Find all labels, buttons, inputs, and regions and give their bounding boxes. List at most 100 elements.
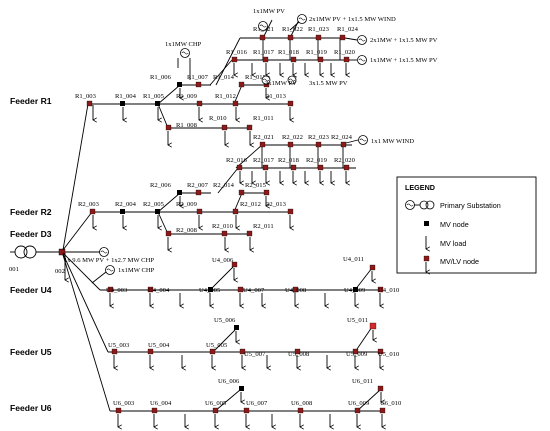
node-r2-017 [262,164,269,171]
label-chp-r1: 1x1MW CHP [165,41,202,48]
substation-label-001: 001 [9,266,19,273]
label-r2-021: R2_021 [253,134,274,141]
label-u5-004: U5_004 [148,342,170,349]
node-u5-009 [352,348,359,355]
label-r1-016: R1_016 [226,49,248,56]
node-u4-008 [292,286,299,293]
label-u4-004: U4_004 [148,287,170,294]
node-r2-011 [246,230,253,237]
feeder-label-r2: Feeder R2 [10,207,52,217]
label-u6-005: U6_005 [205,400,227,407]
feeder-u6-loads [118,392,382,427]
node-r1-005 [155,101,160,106]
label-r1-003: R1_003 [75,93,97,100]
node-r2-013 [287,208,294,215]
node-r1-003 [86,100,93,107]
feeder-r1-generators: 1x1MW CHP 2x1MW PV + 1x1.5 MW WIND 1x1MW… [165,8,438,87]
feeder-r1-nodes [86,34,350,131]
label-r2-010: R2_010 [212,223,234,230]
label-r1-004: R1_004 [115,93,137,100]
feeder-r1-labels: R1_003 R1_004 R1_005 R1_006 R1_007 R1_00… [75,26,359,129]
feeder-label-u6: Feeder U6 [10,403,52,413]
node-u5-011 [369,322,377,330]
label-r1-020: R1_020 [334,49,356,56]
node-r2-022 [287,141,294,148]
feeder-r2-loads [93,171,346,250]
node-r1-022 [287,34,294,41]
label-u6-004: U6_004 [150,400,172,407]
feeder-u6-labels: U6_003 U6_004 U6_005 U6_006 U6_007 U6_00… [113,378,402,407]
label-r1-009: R1_009 [176,93,198,100]
label-u4-009: U4_009 [344,287,366,294]
node-r2-005 [155,209,160,214]
feeder-d3-generation: 1x 9.6 MW PV + 1x2.7 MW CHP 1x1MW CHP [64,247,155,284]
node-r2-019 [317,164,324,171]
label-r2-019: R2_019 [306,157,328,164]
feeder-label-u4: Feeder U4 [10,285,52,295]
label-r2-024: R2_024 [331,134,353,141]
node-r2-003 [89,208,96,215]
label-u5-010: U5_010 [378,351,400,358]
substation-label-002: 002 [55,268,65,275]
label-r1-008: R1_008 [176,122,198,129]
label-r2-006: R2_006 [150,182,172,189]
node-r2-024 [340,141,347,148]
node-u6-004 [151,407,158,414]
feeder-u5-nodes [111,322,384,355]
label-u4-005: U4_005 [199,287,221,294]
feeder-u4-labels: U4_003 U4_004 U4_005 U4_006 U4_007 U4_00… [106,256,400,294]
label-r2-015: R2_015 [245,182,267,189]
node-r1-011 [246,124,253,131]
label-r2-012: R2_012 [240,201,261,208]
node-r2-015 [263,189,270,196]
label-u6-010: U6_010 [380,400,402,407]
label-u4-003: U4_003 [106,287,128,294]
legend-label-primary-substation: Primary Substation [440,201,501,210]
node-r2-018 [290,164,297,171]
label-pv-r1-021: 1x1MW PV [253,8,285,15]
node-u5-007 [239,348,246,355]
feeder-u5-labels: U5_003 U5_004 U5_005 U5_006 U5_007 U5_00… [108,317,400,358]
label-u5-008: U5_008 [288,351,310,358]
node-u6-007 [243,407,250,414]
legend-title: LEGEND [405,183,435,192]
feeder-label-u5: Feeder U5 [10,347,52,357]
label-pv-wind-r1-023: 2x1MW PV + 1x1.5 MW WIND [309,16,396,23]
node-r1-017 [262,56,269,63]
node-u6-008 [297,407,304,414]
primary-substation-icon [405,200,435,210]
node-u6-006 [239,386,244,391]
label-r-010: R_010 [209,115,227,122]
node-r1-018 [290,56,297,63]
node-u6-010 [379,407,386,414]
node-r1-023 [315,34,322,41]
label-u6-003: U6_003 [113,400,135,407]
label-r2-016: R2_016 [226,157,248,164]
feeder-r2-generators: 1x1 MW WIND [345,135,414,145]
mv-node-icon [424,221,429,226]
label-u5-003: U5_003 [108,342,130,349]
node-u4-006 [231,261,238,268]
label-u4-008: U4_008 [285,287,307,294]
label-u4-007: U4_007 [243,287,265,294]
node-u4-004 [147,286,154,293]
label-r1-017: R1_017 [253,49,275,56]
label-u5-007: U5_007 [244,351,266,358]
node-u6-009 [354,407,361,414]
label-r1-019: R1_019 [306,49,328,56]
node-u5-004 [147,348,154,355]
node-r1-021 [259,34,266,41]
feeder-r1-loads [93,63,346,145]
node-r2-020 [343,164,350,171]
node-u5-010 [377,348,384,355]
label-u5-006: U5_006 [214,317,236,324]
label-u6-011: U6_011 [352,378,373,385]
label-u4-011: U4_011 [343,256,364,263]
node-u5-008 [294,348,301,355]
node-r2-009 [196,208,203,215]
feeder-label-r1: Feeder R1 [10,96,52,106]
label-r2-005: R2_005 [143,201,165,208]
label-u5-009: U5_009 [346,351,368,358]
